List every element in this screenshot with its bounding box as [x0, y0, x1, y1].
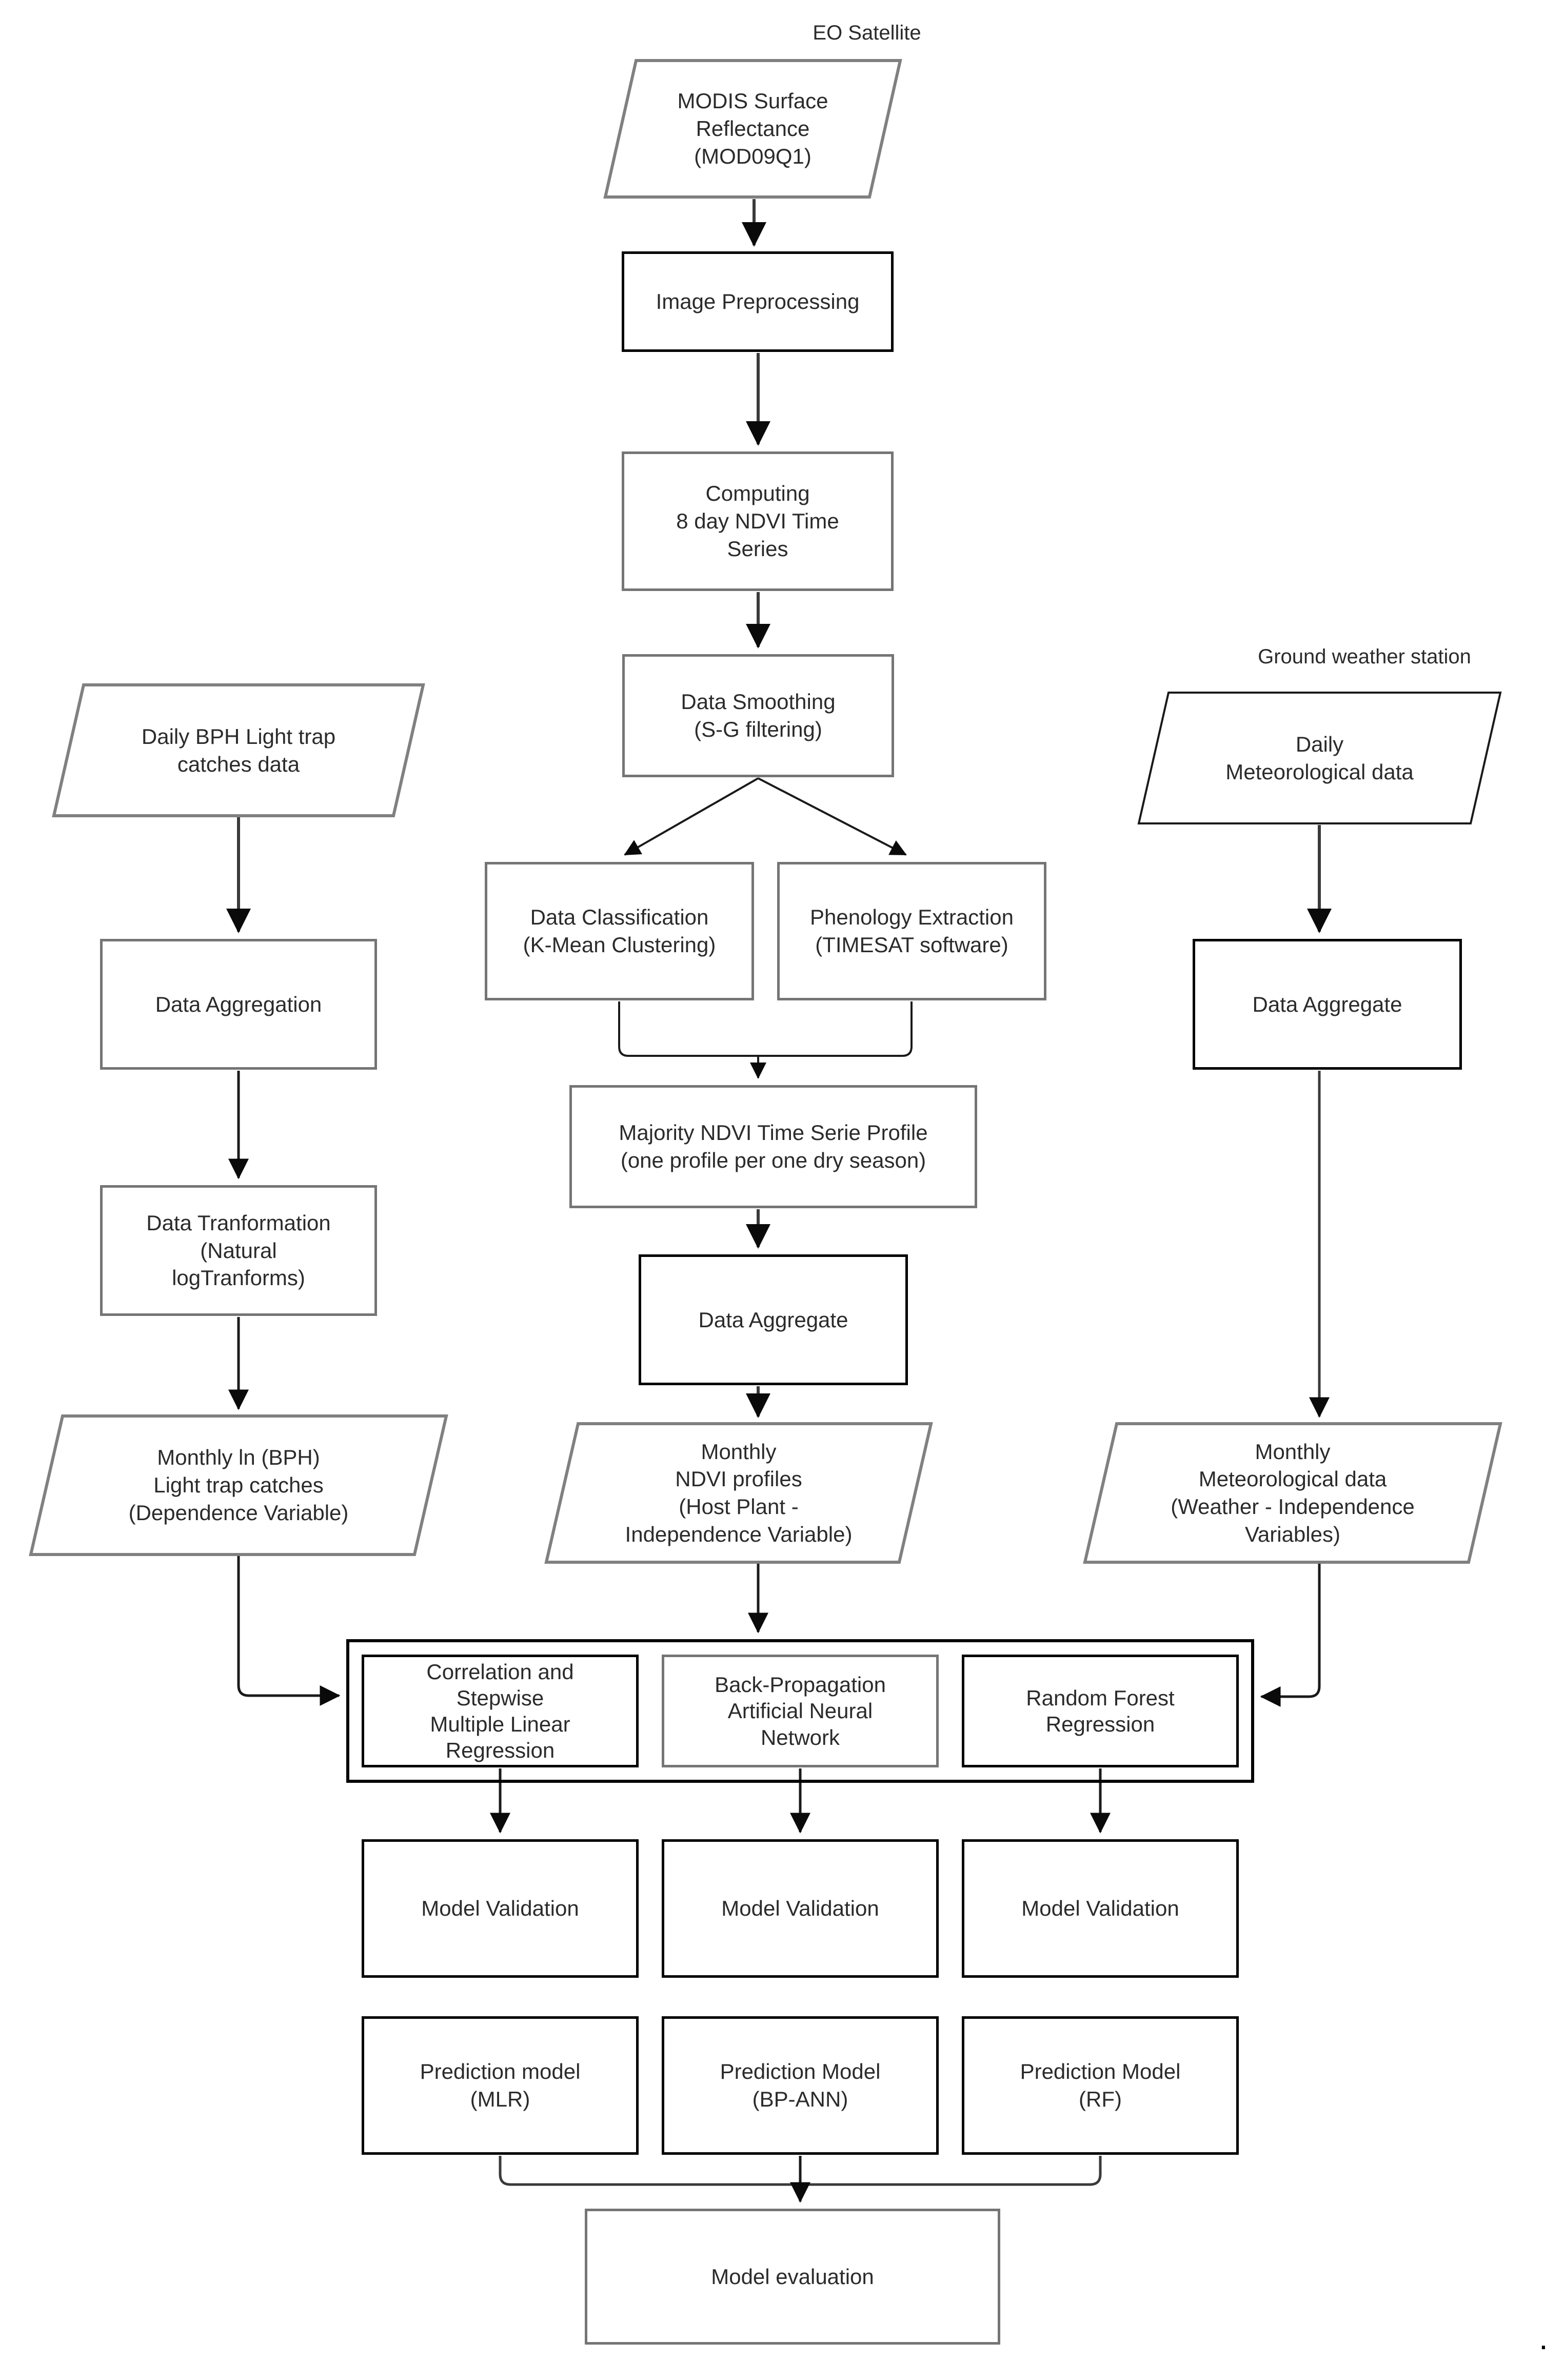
io-monthly-ln-bph-label: Monthly ln (BPH) Light trap catches (Dep…: [128, 1445, 349, 1525]
process-phenology-extraction: Phenology Extraction (TIMESAT software): [777, 862, 1046, 1000]
process-data-smoothing: Data Smoothing (S-G filtering): [622, 654, 894, 777]
arrow-monthly-ln-to-models: [237, 1556, 341, 1706]
io-monthly-ndvi-label: Monthly NDVI profiles (Host Plant - Inde…: [625, 1439, 853, 1546]
io-monthly-ndvi-shape: [544, 1422, 933, 1564]
io-modis-label: MODIS Surface Reflectance (MOD09Q1): [677, 89, 828, 168]
prediction-model-rf: Prediction Model (RF): [962, 2016, 1239, 2155]
io-monthly-met-label: Monthly Meteorological data (Weather - I…: [1171, 1439, 1415, 1546]
line-prediction-rf-merge: [808, 2156, 1102, 2186]
io-monthly-ln-bph-shape: [29, 1414, 448, 1556]
model-validation-bp-ann: Model Validation: [662, 1839, 939, 1978]
arrow-classification-to-majority: [618, 1001, 766, 1079]
io-daily-bph-shape: [52, 683, 425, 817]
process-data-aggregate-right: Data Aggregate: [1193, 939, 1462, 1070]
process-computing-ndvi: Computing 8 day NDVI Time Series: [622, 451, 894, 591]
model-bp-ann: Back-Propagation Artificial Neural Netwo…: [662, 1655, 939, 1767]
modeling-methods-container: [346, 1639, 1254, 1783]
process-model-evaluation: Model evaluation: [585, 2209, 1000, 2345]
model-mlr: Correlation and Stepwise Multiple Linear…: [362, 1655, 639, 1767]
arrow-monthly-met-to-models: [1260, 1564, 1321, 1707]
model-validation-rf: Model Validation: [962, 1839, 1239, 1978]
prediction-model-bp-ann: Prediction Model (BP-ANN): [662, 2016, 939, 2155]
process-data-tranformation: Data Tranformation (Natural logTranforms…: [100, 1185, 377, 1316]
line-prediction-mlr-merge: [499, 2156, 793, 2186]
io-daily-bph-label: Daily BPH Light trap catches data: [141, 724, 336, 776]
process-data-aggregate-center: Data Aggregate: [639, 1254, 908, 1385]
process-data-aggregation: Data Aggregation: [100, 939, 377, 1070]
arrow-smoothing-to-classification: [624, 777, 759, 856]
eo-satellite-label: EO Satellite: [813, 22, 921, 44]
line-phenology-to-majority: [758, 1001, 913, 1057]
io-modis-shape: [603, 59, 902, 199]
ground-weather-station-label: Ground weather station: [1258, 645, 1471, 668]
arrow-smoothing-to-phenology: [758, 777, 907, 856]
io-monthly-met-shape: [1083, 1422, 1502, 1564]
process-majority-ndvi-profile: Majority NDVI Time Serie Profile (one pr…: [569, 1085, 977, 1208]
process-data-classification: Data Classification (K-Mean Clustering): [485, 862, 754, 1000]
io-daily-met-label: Daily Meteorological data: [1225, 732, 1414, 784]
io-daily-met-shape: [1137, 692, 1502, 824]
model-validation-mlr: Model Validation: [362, 1839, 639, 1978]
prediction-model-mlr: Prediction model (MLR): [362, 2016, 639, 2155]
process-image-preprocessing: Image Preprocessing: [622, 251, 894, 352]
trailing-period: .: [1539, 2319, 1548, 2356]
model-rf: Random Forest Regression: [962, 1655, 1239, 1767]
